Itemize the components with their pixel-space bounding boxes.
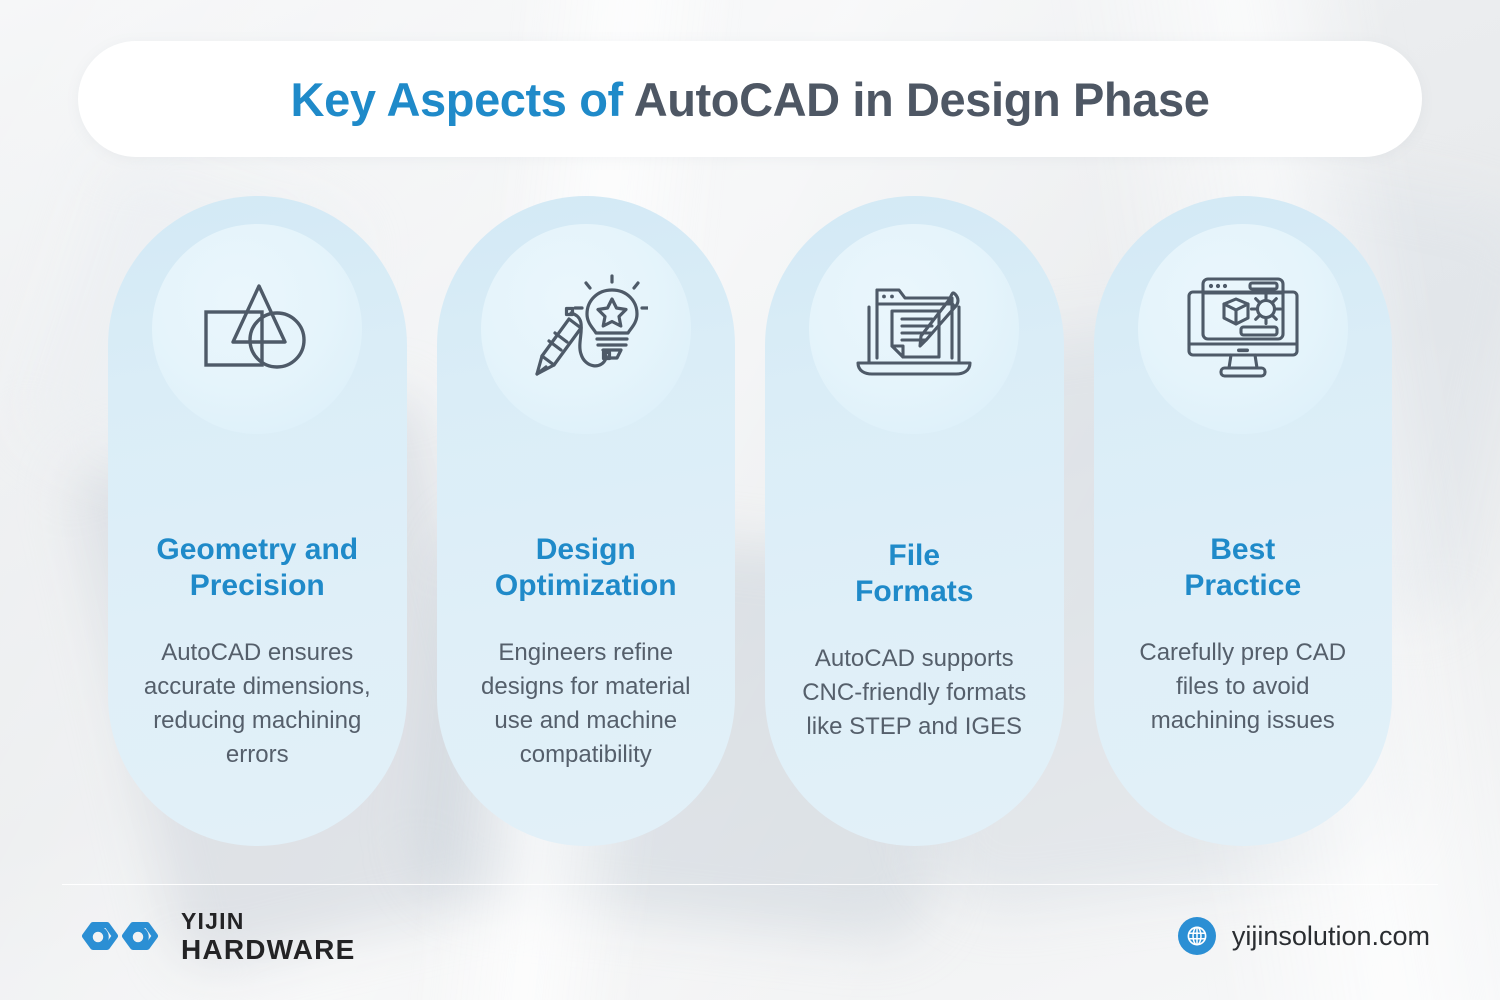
card-geometry-and-precision[interactable]: Geometry and Precision AutoCAD ensures a… (108, 196, 407, 846)
page-title: Key Aspects of AutoCAD in Design Phase (291, 72, 1210, 127)
monitor-cube-gear-icon (1187, 277, 1299, 378)
page-title-highlight: Key Aspects of (290, 72, 634, 126)
footer-divider (62, 884, 1438, 885)
geometric-shapes-icon (204, 284, 306, 369)
card-file-formats[interactable]: File Formats AutoCAD supports CNC-friend… (765, 196, 1064, 846)
card-heading: Geometry and Precision (156, 533, 359, 602)
card-best-practice[interactable]: Best Practice Carefully prep CAD files t… (1093, 196, 1392, 846)
infinity-logo-icon (82, 922, 158, 950)
card-heading: Best Practice (1184, 533, 1302, 602)
card-design-optimization[interactable]: Design Optimization Engineers refine des… (436, 196, 735, 846)
brand-logo[interactable]: YIJIN HARDWARE (73, 910, 355, 964)
globe-icon (1177, 917, 1216, 955)
card-body: AutoCAD supports CNC-friendly formats li… (802, 645, 1027, 741)
card-list: Geometry and Precision AutoCAD ensures a… (108, 196, 1392, 846)
icon-bubble (152, 224, 363, 434)
card-body: AutoCAD ensures accurate dimensions, red… (143, 639, 371, 769)
card-heading: Design Optimization (494, 533, 677, 602)
icon-bubble (809, 224, 1020, 434)
icon-bubble (1137, 224, 1348, 434)
card-heading: File Formats (855, 539, 974, 608)
logo-line-1: YIJIN (181, 908, 245, 934)
page-title-rest: AutoCAD in Design Phase (633, 72, 1210, 126)
pencil-lightbulb-idea-icon (535, 274, 648, 376)
header-card: Key Aspects of AutoCAD in Design Phase (78, 41, 1422, 157)
website-url-text: yijinsolution.com (1231, 920, 1430, 951)
card-body: Engineers refine designs for material us… (481, 639, 691, 769)
logo-line-2: HARDWARE (181, 934, 356, 965)
footer: YIJIN HARDWARE yijinsolution.com (0, 895, 1500, 1000)
website-link[interactable]: yijinsolution.com (1177, 917, 1430, 955)
card-body: Carefully prep CAD files to avoid machin… (1139, 639, 1347, 735)
icon-bubble (480, 224, 691, 434)
laptop-document-pen-icon (856, 288, 972, 376)
